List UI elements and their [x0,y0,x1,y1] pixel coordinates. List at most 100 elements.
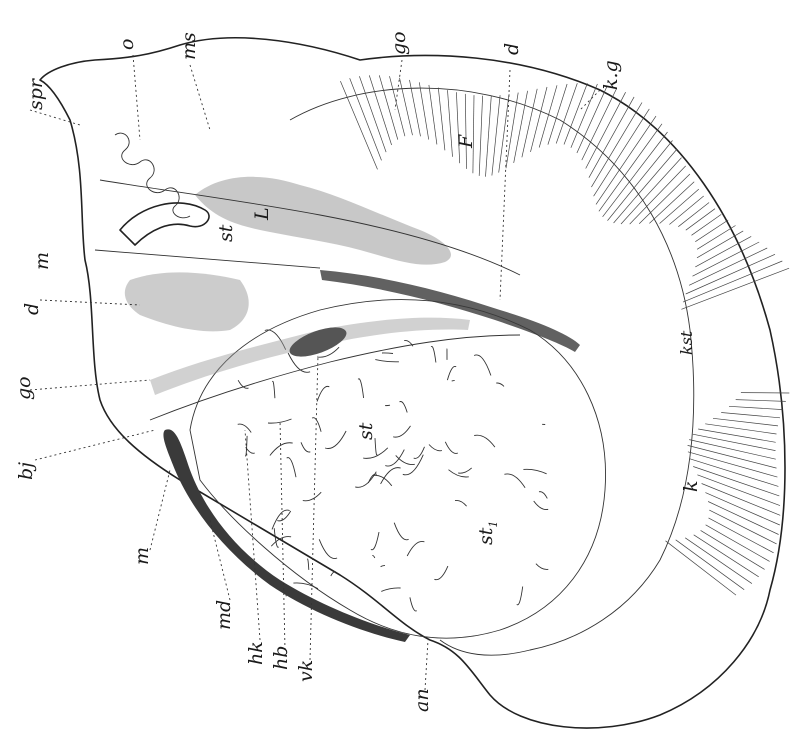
cell-wall [382,353,393,354]
label-spr: spr [25,77,47,110]
leader-hk [245,430,260,640]
striation-line [438,88,445,151]
label-st1: st1 [475,521,500,545]
striation-line [660,189,699,223]
striation-line [689,248,767,285]
striation-line [448,90,453,157]
cell-wall [517,587,523,605]
striation-line [429,85,437,144]
striation-line [701,530,765,569]
cell-wall [536,564,548,570]
cell-wall [396,455,415,464]
label-go-left: go [13,376,35,400]
label-k: k [680,480,702,492]
cell-wall [539,492,547,499]
label-go-top: go [388,31,410,55]
label-md: md [213,600,235,630]
label-F: F [455,134,477,149]
striation-line [706,525,770,562]
cell-wall [372,556,375,558]
striation-line [678,203,709,227]
striation-line [713,418,778,426]
striation-line [492,95,500,175]
cell-wall [293,583,318,589]
striation-line [705,493,779,525]
striation-line [603,132,668,217]
striation-line [683,261,782,302]
cell-wall [381,566,385,567]
cell-wall [458,468,472,473]
cell-wall [381,588,400,591]
striation-line [709,518,774,553]
striation-line [685,538,752,584]
cell-wall [452,381,455,382]
cell-wall [455,500,467,506]
striation-line [693,467,779,496]
label-kg: k.g [600,60,622,90]
cell-wall [445,442,458,454]
label-m-bottom: m [131,547,153,565]
striation-line [693,434,776,450]
striation-line [695,220,728,242]
cell-wall [287,458,296,478]
cavity-cell-network [235,330,549,611]
label-an: an [411,688,433,712]
striation-line [473,95,474,173]
contour-line-3 [150,335,520,420]
leader-o [133,55,140,140]
cell-wall [325,431,346,449]
cell-wall [301,442,310,452]
cell-wall [238,424,252,432]
coiled-tube [115,133,190,218]
striation-line [639,174,690,224]
striation-line [694,535,759,577]
cell-wall [407,541,424,556]
striation-line [692,214,722,235]
striation-line [686,254,775,294]
leader-vk [310,355,318,660]
striation-line [522,89,537,158]
striation-line [705,424,776,434]
organ-L-stippled [195,177,451,265]
cell-wall [523,469,546,474]
cell-wall [504,474,525,488]
cell-wall [272,510,290,529]
label-st-mid: st [355,422,377,440]
cell-wall [394,523,408,540]
cell-wall [319,539,337,558]
organ-d-stippled [125,272,249,331]
striation-line [729,406,783,409]
striation-line [465,94,466,169]
striation-line [693,242,760,276]
striation-line [721,413,780,418]
leader-bj [35,430,155,460]
cell-wall [474,435,495,447]
striation-line [479,96,482,176]
striation-line [514,91,528,163]
cell-wall [355,472,376,488]
cell-wall [393,426,410,437]
cell-wall [447,366,456,380]
label-ms: ms [178,32,200,60]
striation-line [698,429,776,442]
cell-wall [268,419,292,423]
cell-wall [307,559,309,570]
striation-line [539,85,557,147]
striation-line [350,78,382,160]
label-L: L [251,207,273,221]
label-d-top: d [501,43,523,55]
striation-line [736,400,786,402]
striation-line [456,92,459,163]
leader-m-bottom [150,470,170,550]
striation-line [548,84,567,145]
leader-d-top [500,70,510,300]
label-o: o [116,39,138,50]
striation-line [608,141,673,221]
contour-line-2 [95,250,320,268]
striation-line [531,87,548,152]
leader-hb [280,420,285,650]
leader-ms [190,65,210,130]
striation-line [690,459,779,487]
cell-wall [303,492,321,501]
